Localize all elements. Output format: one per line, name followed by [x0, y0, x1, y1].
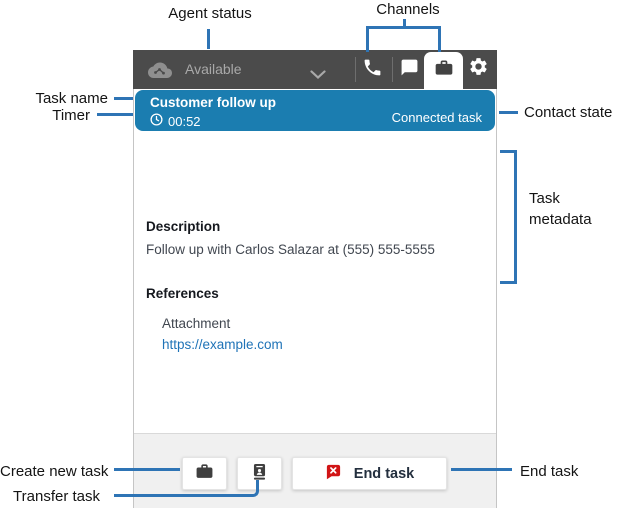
transfer-task-button[interactable] — [237, 457, 282, 490]
channel-task-tab-active[interactable] — [424, 52, 463, 89]
end-task-x-icon — [325, 463, 342, 485]
callout-task-metadata: Task metadata — [529, 190, 592, 228]
chevron-down-icon — [310, 66, 326, 84]
agent-status-dropdown[interactable]: Available — [133, 50, 355, 89]
ccp-header: Available — [133, 50, 497, 89]
callout-channels: Channels — [376, 1, 440, 18]
callout-bracket-task-metadata — [500, 150, 517, 284]
transfer-contact-icon — [250, 462, 269, 486]
callout-line-create-new-task — [114, 468, 180, 471]
callout-bracket-channels — [366, 26, 441, 52]
reference-link[interactable]: https://example.com — [162, 337, 283, 352]
contact-timer: 00:52 — [168, 113, 201, 129]
create-new-task-button[interactable] — [182, 457, 227, 490]
references-heading: References — [146, 286, 219, 301]
contact-state: Connected task — [391, 110, 482, 125]
callout-task-name: Task name — [35, 90, 108, 107]
callout-line-end-task — [451, 468, 512, 471]
channel-voice-tab[interactable] — [361, 58, 384, 81]
callout-end-task: End task — [520, 463, 579, 480]
task-briefcase-icon — [434, 58, 454, 83]
connect-cloud-icon — [148, 61, 172, 83]
callout-line-task-name — [114, 97, 133, 100]
callout-line-transfer-task — [114, 480, 259, 497]
contact-bar[interactable]: Customer follow up 00:52 Connected task — [135, 90, 495, 131]
header-divider — [355, 57, 356, 82]
description-heading: Description — [146, 219, 221, 234]
ccp-panel: Available — [133, 50, 497, 508]
description-text: Follow up with Carlos Salazar at (555) 5… — [146, 242, 435, 257]
callout-contact-state: Contact state — [524, 104, 613, 121]
clock-icon — [150, 113, 163, 129]
callout-line-timer — [97, 113, 133, 116]
agent-status-value: Available — [185, 61, 242, 77]
callout-line-agent-status — [207, 29, 210, 49]
callout-line-channels-stub — [403, 19, 406, 29]
header-divider — [392, 57, 393, 82]
reference-name: Attachment — [162, 316, 231, 331]
callout-timer: Timer — [52, 107, 90, 124]
ccp-footer: End task — [134, 433, 496, 508]
callout-transfer-task: Transfer task — [13, 488, 100, 505]
channel-chat-tab[interactable] — [399, 58, 419, 82]
phone-icon — [362, 57, 383, 83]
end-task-button-label: End task — [353, 465, 415, 482]
callout-agent-status: Agent status — [168, 5, 252, 22]
settings-button[interactable] — [467, 58, 489, 80]
chat-icon — [400, 58, 419, 82]
callout-create-new-task: Create new task — [0, 463, 109, 480]
task-name: Customer follow up — [150, 95, 276, 110]
end-task-button[interactable]: End task — [292, 457, 447, 490]
gear-icon — [468, 56, 489, 82]
callout-line-contact-state — [499, 111, 518, 114]
briefcase-icon — [195, 462, 214, 486]
